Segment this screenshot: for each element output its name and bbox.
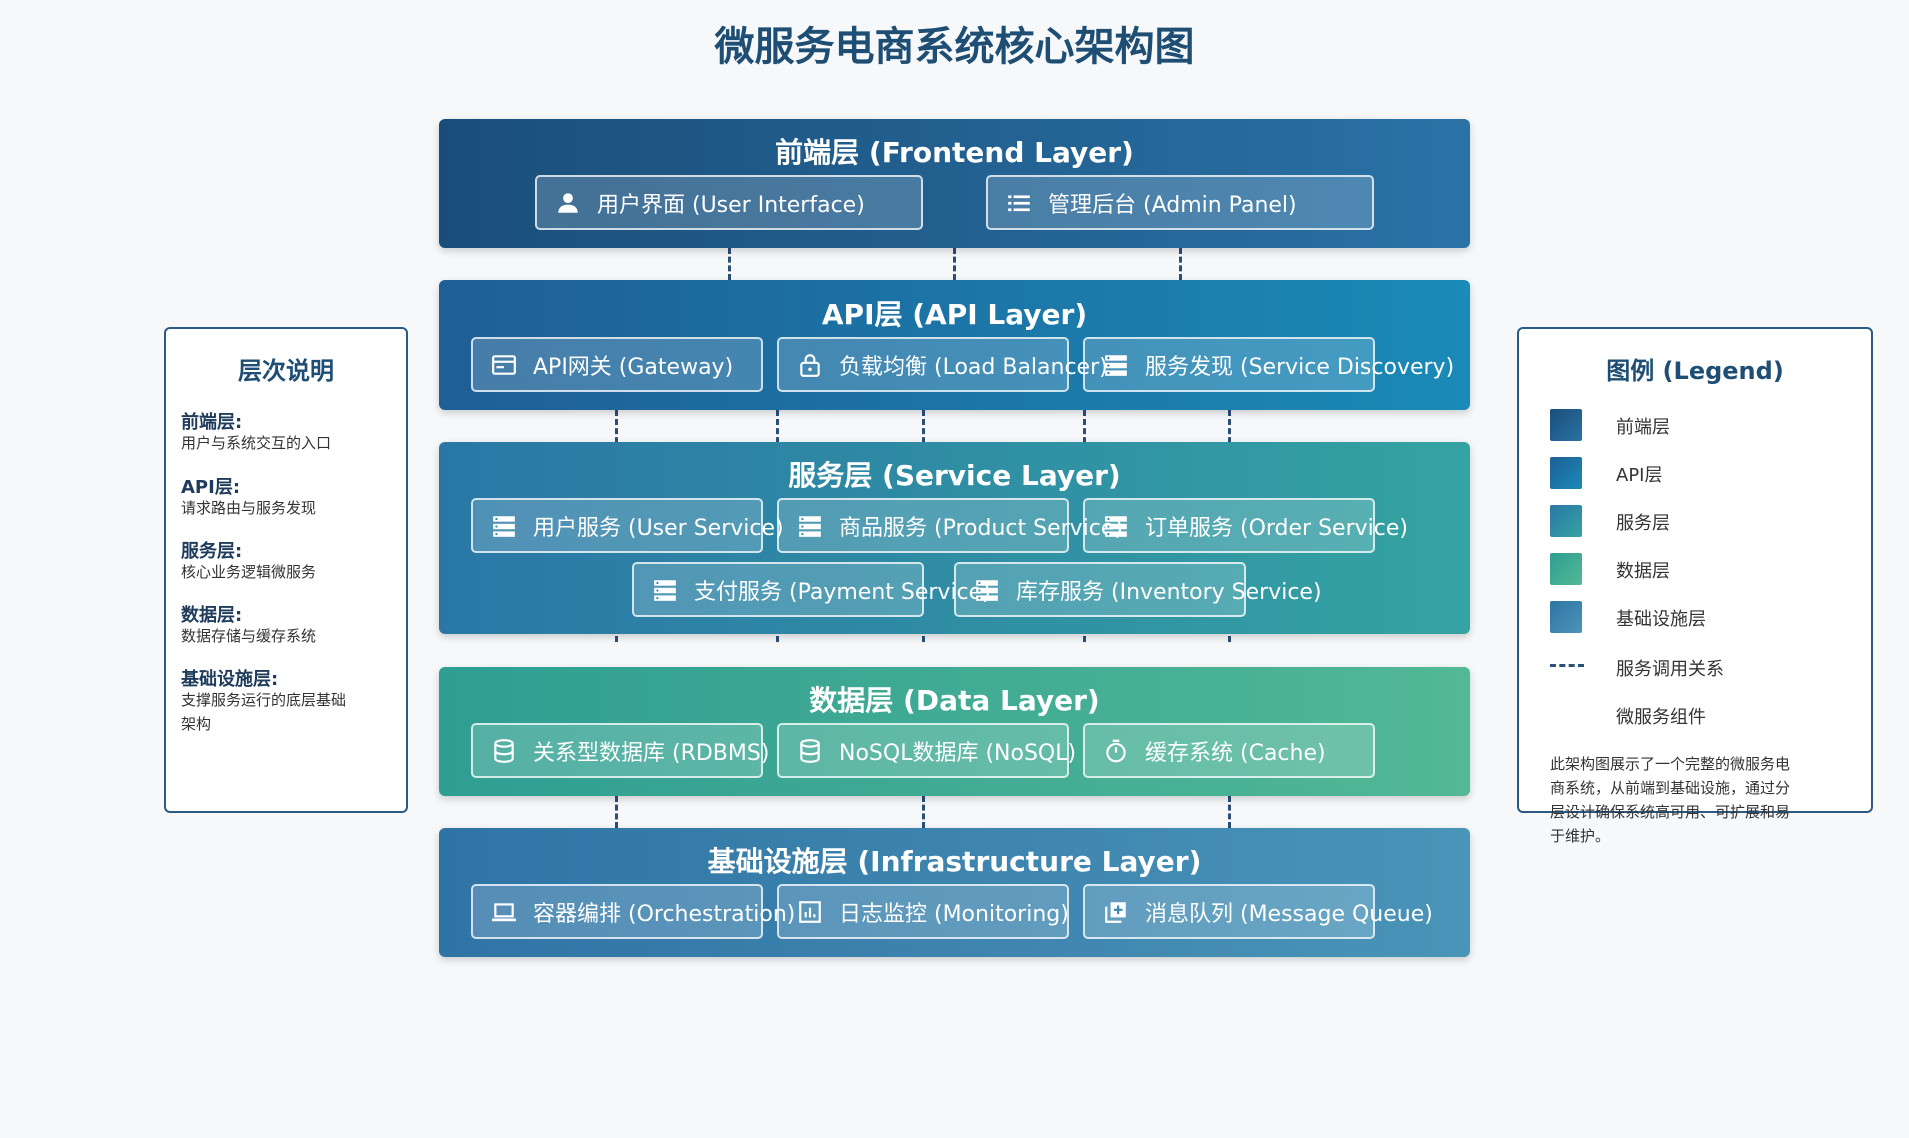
component-monitoring[interactable]: 日志监控 (Monitoring): [777, 884, 1069, 939]
legend-swatch: [1550, 553, 1582, 585]
timer-icon: [1103, 738, 1129, 764]
service-layer: 服务层 (Service Layer) 用户服务 (User Service) …: [439, 442, 1470, 634]
explanation-text: 核心业务逻辑微服务: [181, 563, 317, 581]
database-icon: [491, 738, 517, 764]
component-load-balancer[interactable]: 负载均衡 (Load Balancer): [777, 337, 1108, 392]
explanation-text: 用户与系统交互的入口: [181, 434, 332, 452]
component-nosql[interactable]: NoSQL数据库 (NoSQL): [777, 723, 1076, 778]
component-admin-panel[interactable]: 管理后台 (Admin Panel): [986, 175, 1374, 230]
component-cache[interactable]: 缓存系统 (Cache): [1083, 723, 1375, 778]
server-icon: [491, 513, 517, 539]
explanation-panel: 层次说明 前端层: 用户与系统交互的入口 API层: 请求路由与服务发现 服务层…: [164, 327, 408, 813]
data-layer: 数据层 (Data Layer) 关系型数据库 (RDBMS) NoSQL数据库…: [439, 667, 1470, 796]
layer-title: 前端层 (Frontend Layer): [775, 136, 1134, 169]
component-product-service[interactable]: 商品服务 (Product Service): [777, 498, 1123, 553]
legend-swatch: [1550, 457, 1582, 489]
infrastructure-layer: 基础设施层 (Infrastructure Layer) 容器编排 (Orche…: [439, 828, 1470, 957]
component-label: API网关 (Gateway): [533, 354, 734, 380]
database-icon: [797, 738, 823, 764]
explanation-title: 层次说明: [238, 357, 334, 385]
component-label: 缓存系统 (Cache): [1145, 740, 1326, 766]
connector-line: [1228, 796, 1231, 828]
legend-label: 服务层: [1616, 513, 1670, 534]
layer-title: API层 (API Layer): [821, 298, 1088, 331]
legend-label: 微服务组件: [1616, 707, 1706, 728]
explanation-heading: 前端层:: [181, 412, 243, 433]
legend-label: API层: [1616, 465, 1663, 486]
explanation-text: 支撑服务运行的底层基础架构: [181, 691, 347, 733]
layer-title: 服务层 (Service Layer): [788, 459, 1121, 492]
list-icon: [1006, 190, 1032, 216]
page-title: 微服务电商系统核心架构图: [714, 24, 1195, 70]
explanation-heading: 数据层:: [181, 605, 243, 626]
queue-add-icon: [1103, 899, 1129, 925]
legend-swatch: [1550, 601, 1582, 633]
layer-title: 基础设施层 (Infrastructure Layer): [707, 845, 1202, 878]
user-icon: [555, 190, 581, 216]
explanation-heading: 服务层:: [181, 541, 243, 562]
server-icon: [974, 577, 1000, 603]
legend-swatch: [1550, 699, 1582, 731]
explanation-text: 请求路由与服务发现: [181, 499, 317, 517]
frontend-layer: 前端层 (Frontend Layer) 用户界面 (User Interfac…: [439, 119, 1470, 248]
server-icon: [1103, 352, 1129, 378]
legend-title: 图例 (Legend): [1606, 357, 1784, 385]
legend-label: 数据层: [1616, 561, 1670, 582]
component-label: 订单服务 (Order Service): [1145, 515, 1408, 541]
legend-label: 基础设施层: [1616, 609, 1706, 630]
explanation-text: 数据存储与缓存系统: [181, 627, 317, 645]
component-label: 关系型数据库 (RDBMS): [533, 740, 770, 766]
server-icon: [797, 513, 823, 539]
legend-label: 前端层: [1616, 417, 1670, 438]
connector-line: [728, 248, 731, 280]
component-label: 库存服务 (Inventory Service): [1016, 579, 1322, 605]
legend-panel: 图例 (Legend): [1517, 327, 1873, 813]
component-label: 用户界面 (User Interface): [597, 192, 865, 218]
component-label: 商品服务 (Product Service): [839, 515, 1123, 541]
component-label: 服务发现 (Service Discovery): [1145, 354, 1455, 380]
api-layer: API层 (API Layer) API网关 (Gateway) 负载均衡 (L…: [439, 280, 1470, 410]
chart-icon: [797, 899, 823, 925]
server-icon: [652, 577, 678, 603]
component-label: 消息队列 (Message Queue): [1145, 901, 1433, 927]
connector-line: [615, 796, 618, 828]
lock-icon: [797, 352, 823, 378]
connector-line: [953, 248, 956, 280]
explanation-heading: 基础设施层:: [181, 669, 279, 690]
component-orchestration[interactable]: 容器编排 (Orchestration): [471, 884, 795, 939]
component-label: 日志监控 (Monitoring): [839, 901, 1069, 927]
laptop-icon: [491, 899, 517, 925]
component-service-discovery[interactable]: 服务发现 (Service Discovery): [1083, 337, 1454, 392]
legend-swatch: [1550, 409, 1582, 441]
component-api-gateway[interactable]: API网关 (Gateway): [471, 337, 763, 392]
component-rdbms[interactable]: 关系型数据库 (RDBMS): [471, 723, 769, 778]
layer-title: 数据层 (Data Layer): [809, 684, 1100, 717]
gateway-icon: [491, 352, 517, 378]
component-order-service[interactable]: 订单服务 (Order Service): [1083, 498, 1408, 553]
component-inventory-service[interactable]: 库存服务 (Inventory Service): [954, 562, 1322, 617]
component-payment-service[interactable]: 支付服务 (Payment Service): [632, 562, 991, 617]
connector-line: [922, 796, 925, 828]
component-message-queue[interactable]: 消息队列 (Message Queue): [1083, 884, 1433, 939]
legend-swatch: [1550, 505, 1582, 537]
server-icon: [1103, 513, 1129, 539]
connector-line: [1179, 248, 1182, 280]
component-label: 用户服务 (User Service): [533, 515, 784, 541]
component-user-service[interactable]: 用户服务 (User Service): [471, 498, 784, 553]
explanation-heading: API层:: [181, 477, 241, 498]
component-label: NoSQL数据库 (NoSQL): [839, 740, 1077, 766]
dashed-line-icon: [1550, 664, 1584, 667]
legend-note: 此架构图展示了一个完整的微服务电商系统，从前端到基础设施，通过分层设计确保系统高…: [1550, 755, 1791, 845]
component-label: 容器编排 (Orchestration): [533, 901, 796, 927]
component-label: 支付服务 (Payment Service): [694, 579, 991, 605]
component-label: 负载均衡 (Load Balancer): [839, 354, 1108, 380]
component-label: 管理后台 (Admin Panel): [1048, 192, 1297, 218]
component-user-interface[interactable]: 用户界面 (User Interface): [535, 175, 923, 230]
legend-label: 服务调用关系: [1616, 659, 1724, 680]
